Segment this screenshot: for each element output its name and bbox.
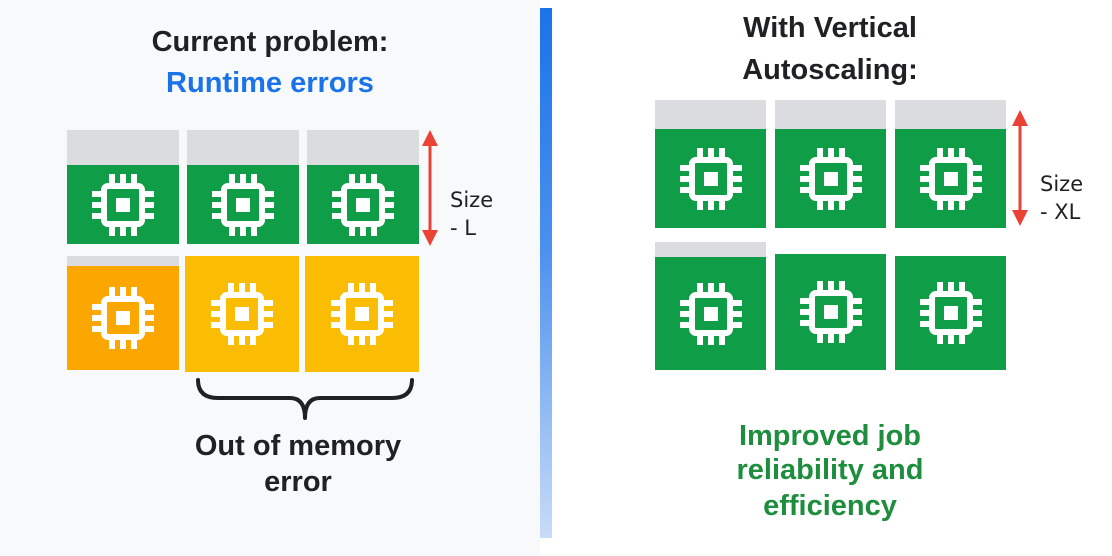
cpu-chip-icon	[919, 282, 982, 344]
cpu-chip-icon	[92, 173, 154, 236]
worker-tile	[187, 130, 299, 244]
cpu-chip-icon	[679, 282, 742, 345]
cpu-chip-icon	[799, 281, 862, 343]
worker-tile	[775, 100, 886, 228]
right-title-line1: With Vertical	[743, 12, 917, 44]
cpu-chip-icon	[211, 283, 273, 345]
cpu-chip-icon	[679, 147, 742, 210]
size-label-l: Size - L	[450, 186, 493, 242]
worker-tile	[895, 256, 1006, 370]
cpu-chip-icon	[331, 283, 393, 345]
left-subtitle: Runtime errors	[166, 67, 374, 99]
size-label-xl: Size - XL	[1040, 170, 1083, 226]
size-label-value: - XL	[1040, 200, 1081, 224]
cpu-chip-icon	[92, 287, 154, 350]
cpu-chip-icon	[212, 173, 274, 236]
cpu-chip-icon	[799, 147, 862, 210]
left-title: Current problem:	[151, 26, 389, 58]
cpu-chip-icon	[332, 173, 394, 236]
left-caption-line1: Out of memory	[194, 430, 402, 462]
worker-tile	[775, 254, 886, 370]
worker-tile	[895, 100, 1006, 228]
worker-tile	[305, 256, 419, 372]
size-label-word: Size	[450, 188, 494, 212]
right-caption-line2: reliability and	[736, 454, 924, 486]
worker-tile	[655, 100, 766, 228]
right-title-line2: Autoscaling:	[742, 54, 918, 86]
right-caption-line1: Improved job	[738, 420, 922, 452]
cpu-chip-icon	[919, 147, 982, 210]
size-label-word: Size	[1040, 172, 1084, 196]
worker-tile	[67, 130, 179, 244]
double-arrow-vertical-icon	[422, 130, 438, 246]
size-label-value: - L	[450, 216, 476, 240]
worker-tile	[67, 256, 179, 370]
left-caption-line2: error	[264, 466, 332, 498]
worker-tile	[185, 256, 299, 372]
divider-bar	[540, 8, 552, 538]
worker-tile	[655, 242, 766, 370]
right-caption-line3: efficiency	[763, 490, 897, 522]
worker-tile	[307, 130, 419, 244]
double-arrow-vertical-icon	[1012, 110, 1028, 226]
curly-brace-icon	[196, 378, 414, 420]
